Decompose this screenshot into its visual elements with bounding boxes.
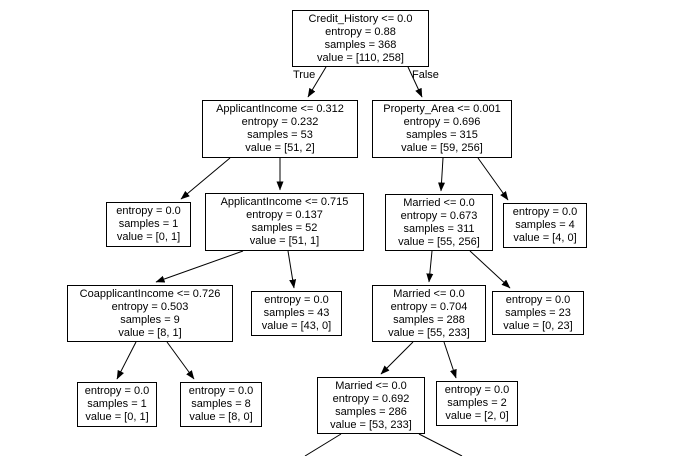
node-samples: samples = 43: [263, 307, 330, 319]
node-condition: Married <= 0.0: [335, 379, 407, 392]
edge-4-8: [287, 250, 297, 289]
node-value: value = [43, 0]: [261, 320, 332, 332]
node-samples: samples = 368: [324, 38, 397, 51]
node-value: value = [4, 0]: [513, 232, 577, 244]
node-entropy: entropy = 0.0: [188, 385, 254, 397]
edge-1-3: [180, 157, 231, 200]
tree-node-4-applicant-income: ApplicantIncome <= 0.715 entropy = 0.137…: [205, 193, 364, 251]
node-value: value = [55, 256]: [398, 235, 480, 248]
tree-leaf-12: entropy = 0.0 samples = 8 value = [8, 0]: [180, 382, 262, 427]
node-samples: samples = 315: [406, 129, 478, 141]
edge-0-1: [307, 66, 327, 98]
node-value: value = [0, 1]: [116, 231, 181, 243]
edge-9-13: [380, 341, 414, 375]
node-samples: samples = 4: [515, 219, 575, 231]
node-samples: samples = 53: [247, 129, 313, 141]
edge-5-9: [426, 250, 434, 283]
node-value: value = [59, 256]: [401, 142, 483, 154]
node-entropy: entropy = 0.0: [116, 205, 181, 217]
node-samples: samples = 286: [335, 405, 407, 418]
node-condition: Property_Area <= 0.001: [383, 103, 501, 115]
node-samples: samples = 1: [87, 398, 147, 410]
tree-leaf-8: entropy = 0.0 samples = 43 value = [43, …: [251, 291, 342, 336]
node-samples: samples = 1: [118, 218, 179, 230]
tree-node-2-property-area: Property_Area <= 0.001 entropy = 0.696 s…: [372, 100, 512, 158]
node-samples: samples = 23: [505, 306, 571, 319]
node-condition: CoapplicantIncome <= 0.726: [79, 287, 221, 300]
tree-leaf-11: entropy = 0.0 samples = 1 value = [0, 1]: [77, 382, 157, 427]
node-entropy: entropy = 0.692: [332, 392, 410, 405]
node-value: value = [8, 0]: [189, 411, 253, 423]
edge-0-2: [407, 66, 423, 98]
node-value: value = [0, 23]: [503, 319, 573, 332]
node-entropy: entropy = 0.0: [512, 206, 578, 218]
edge-7-12: [166, 341, 195, 380]
node-entropy: entropy = 0.88: [325, 25, 396, 38]
tree-node-7-coapplicant-income: CoapplicantIncome <= 0.726 entropy = 0.5…: [67, 285, 233, 342]
edge-13-offscreen-left: [304, 433, 342, 456]
tree-node-9-married: Married <= 0.0 entropy = 0.704 samples =…: [372, 285, 486, 342]
node-samples: samples = 288: [393, 313, 465, 326]
tree-node-1-applicant-income: ApplicantIncome <= 0.312 entropy = 0.232…: [202, 100, 358, 158]
node-entropy: entropy = 0.673: [400, 209, 478, 222]
edge-2-6: [477, 157, 509, 201]
edge-label-true: True: [293, 69, 316, 81]
tree-leaf-6: entropy = 0.0 samples = 4 value = [4, 0]: [503, 203, 587, 248]
node-samples: samples = 52: [251, 222, 318, 234]
node-value: value = [51, 1]: [249, 235, 320, 247]
tree-node-13-married: Married <= 0.0 entropy = 0.692 samples =…: [317, 377, 425, 434]
node-value: value = [53, 233]: [330, 418, 412, 431]
node-condition: Married <= 0.0: [403, 196, 475, 209]
node-entropy: entropy = 0.0: [505, 293, 571, 306]
edge-label-false: False: [412, 69, 439, 81]
edge-2-5: [438, 157, 446, 192]
node-value: value = [51, 2]: [245, 142, 315, 154]
node-value: value = [0, 1]: [85, 411, 149, 423]
node-value: value = [2, 0]: [445, 410, 509, 422]
node-entropy: entropy = 0.0: [84, 385, 150, 397]
edge-4-7: [155, 250, 244, 283]
node-value: value = [110, 258]: [317, 51, 404, 64]
tree-leaf-3: entropy = 0.0 samples = 1 value = [0, 1]: [106, 202, 191, 247]
node-condition: ApplicantIncome <= 0.312: [216, 103, 344, 115]
node-value: value = [8, 1]: [118, 326, 182, 339]
node-entropy: entropy = 0.0: [264, 294, 329, 306]
edge-5-10: [469, 250, 511, 289]
edge-7-11: [116, 341, 137, 380]
node-condition: Married <= 0.0: [393, 287, 465, 300]
node-entropy: entropy = 0.704: [390, 300, 468, 313]
tree-node-0-credit-history: Credit_History <= 0.0 entropy = 0.88 sam…: [292, 10, 429, 67]
node-samples: samples = 311: [403, 222, 475, 235]
node-value: value = [55, 233]: [388, 326, 470, 339]
node-condition: ApplicantIncome <= 0.715: [220, 196, 349, 208]
edge-9-14: [443, 341, 457, 379]
node-samples: samples = 8: [191, 398, 251, 410]
node-entropy: entropy = 0.232: [241, 116, 319, 128]
node-samples: samples = 2: [447, 397, 507, 409]
tree-leaf-10: entropy = 0.0 samples = 23 value = [0, 2…: [492, 291, 584, 335]
tree-leaf-14: entropy = 0.0 samples = 2 value = [2, 0]: [436, 381, 518, 426]
edge-13-offscreen-right: [418, 433, 463, 456]
node-condition: Credit_History <= 0.0: [308, 12, 413, 25]
node-entropy: entropy = 0.0: [444, 384, 510, 396]
node-samples: samples = 9: [120, 313, 180, 326]
node-entropy: entropy = 0.503: [111, 300, 189, 313]
node-entropy: entropy = 0.696: [403, 116, 481, 128]
node-entropy: entropy = 0.137: [246, 209, 323, 221]
tree-node-5-married: Married <= 0.0 entropy = 0.673 samples =…: [385, 194, 493, 251]
